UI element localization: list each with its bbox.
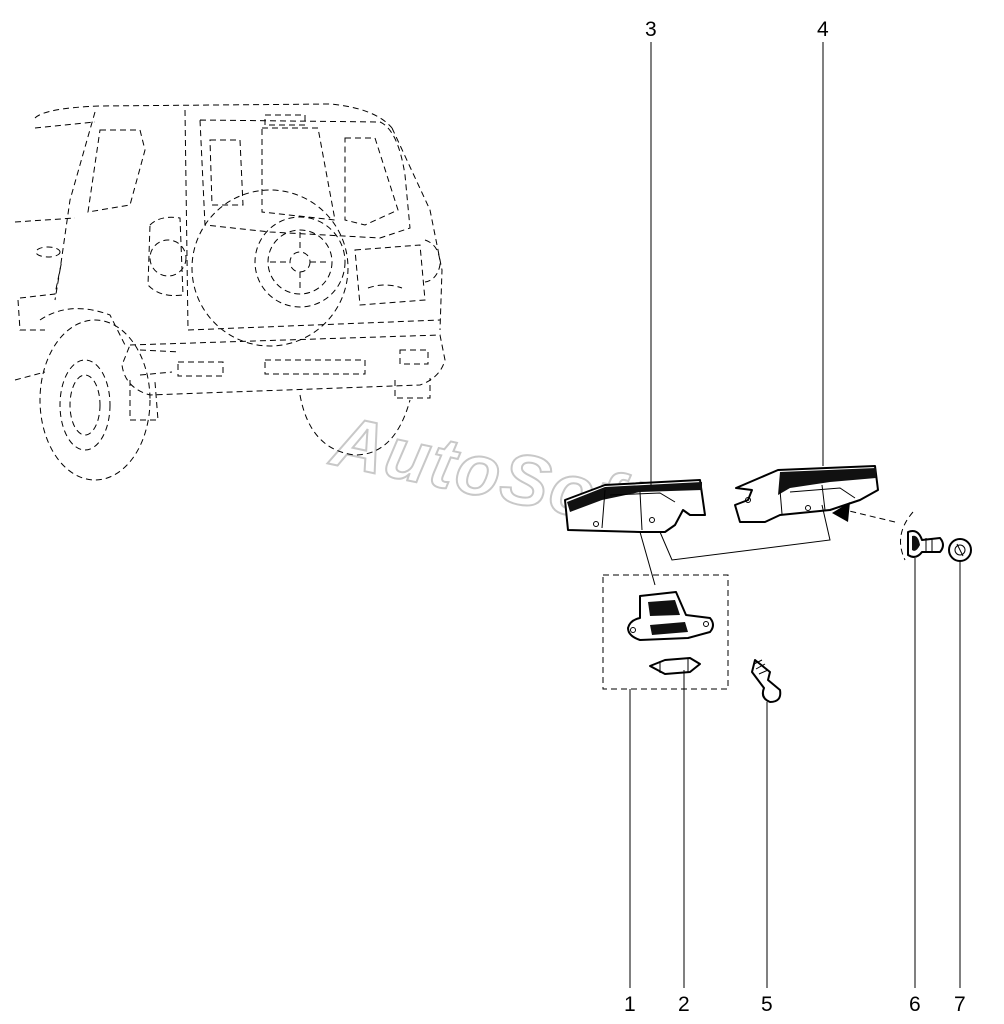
callout-6: 6 xyxy=(909,993,921,1016)
callout-7: 7 xyxy=(954,993,966,1016)
part-6-clip xyxy=(907,530,944,558)
vehicle-outline xyxy=(14,103,446,481)
callout-3: 3 xyxy=(645,18,657,41)
lamp-assembly-group xyxy=(602,574,729,690)
part-4-housing-right xyxy=(734,465,879,523)
callout-4: 4 xyxy=(817,18,829,41)
callout-1: 1 xyxy=(624,993,636,1016)
part-3-housing-left xyxy=(564,479,706,533)
leader-lines xyxy=(629,42,961,988)
callout-2: 2 xyxy=(678,993,690,1016)
part-7-nut xyxy=(948,538,972,562)
part-5-screw xyxy=(751,659,782,703)
connection-lines xyxy=(639,502,914,586)
callout-5: 5 xyxy=(761,993,773,1016)
callout-numbers: 3 4 1 2 5 6 7 xyxy=(624,18,966,1016)
